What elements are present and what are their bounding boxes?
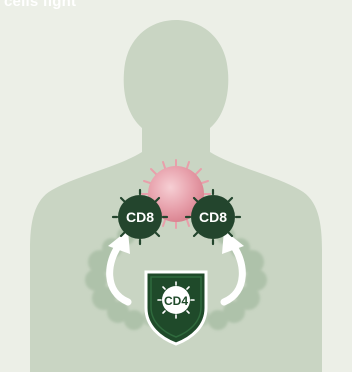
cd8-right-label: CD8 [199,209,227,225]
cd4-label: CD4 [164,294,188,308]
cd8-cell-left: CD8 [113,190,167,244]
cd8-left-label: CD8 [126,209,154,225]
cd8-cell-right: CD8 [186,190,240,244]
